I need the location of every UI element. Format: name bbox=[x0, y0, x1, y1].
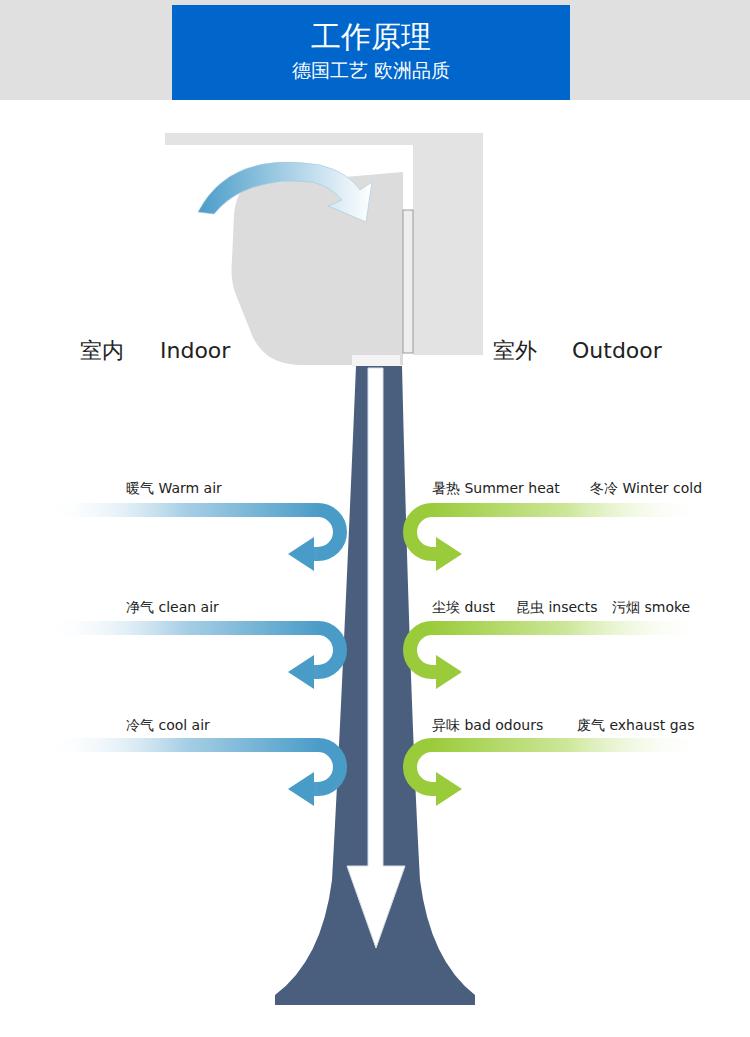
air-label: 废气 exhaust gas bbox=[577, 717, 694, 734]
air-label: 净气 clean air bbox=[126, 599, 219, 616]
air-label: 暑热 Summer heat bbox=[432, 480, 560, 497]
region-label: Outdoor bbox=[572, 338, 662, 364]
air-label: 昆虫 insects bbox=[516, 599, 598, 616]
indoor-arrowhead bbox=[288, 655, 314, 689]
title: 工作原理 bbox=[311, 19, 431, 55]
region-label: Indoor bbox=[160, 338, 230, 364]
outdoor-air-arrow bbox=[410, 510, 705, 554]
air-curtain-unit bbox=[232, 172, 404, 365]
outdoor-arrowhead bbox=[436, 537, 462, 571]
air-label: 冬冷 Winter cold bbox=[590, 480, 702, 497]
region-label: 室外 bbox=[493, 338, 537, 364]
outdoor-arrowhead bbox=[436, 772, 462, 806]
intake-arrow bbox=[198, 162, 372, 222]
region-label: 室内 bbox=[80, 338, 124, 364]
outdoor-air-arrow bbox=[410, 745, 705, 789]
air-stream bbox=[275, 366, 475, 1005]
unit-panel bbox=[403, 210, 413, 353]
indoor-arrowhead bbox=[288, 772, 314, 806]
unit-outlet bbox=[352, 355, 400, 367]
indoor-arrowhead bbox=[288, 537, 314, 571]
indoor-air-arrow bbox=[45, 510, 340, 554]
air-label: 冷气 cool air bbox=[126, 717, 210, 734]
air-label: 暖气 Warm air bbox=[126, 480, 222, 497]
air-label: 异味 bad odours bbox=[432, 717, 543, 734]
indoor-air-arrow bbox=[45, 628, 340, 672]
outdoor-air-arrow bbox=[410, 628, 705, 672]
downflow-arrow bbox=[347, 368, 405, 948]
subtitle: 德国工艺 欧洲品质 bbox=[292, 59, 450, 82]
indoor-air-arrow bbox=[45, 745, 340, 789]
title-box bbox=[172, 5, 570, 100]
outdoor-arrowhead bbox=[436, 655, 462, 689]
header-band bbox=[0, 0, 750, 100]
air-label: 污烟 smoke bbox=[612, 599, 690, 616]
air-label: 尘埃 dust bbox=[432, 599, 495, 616]
